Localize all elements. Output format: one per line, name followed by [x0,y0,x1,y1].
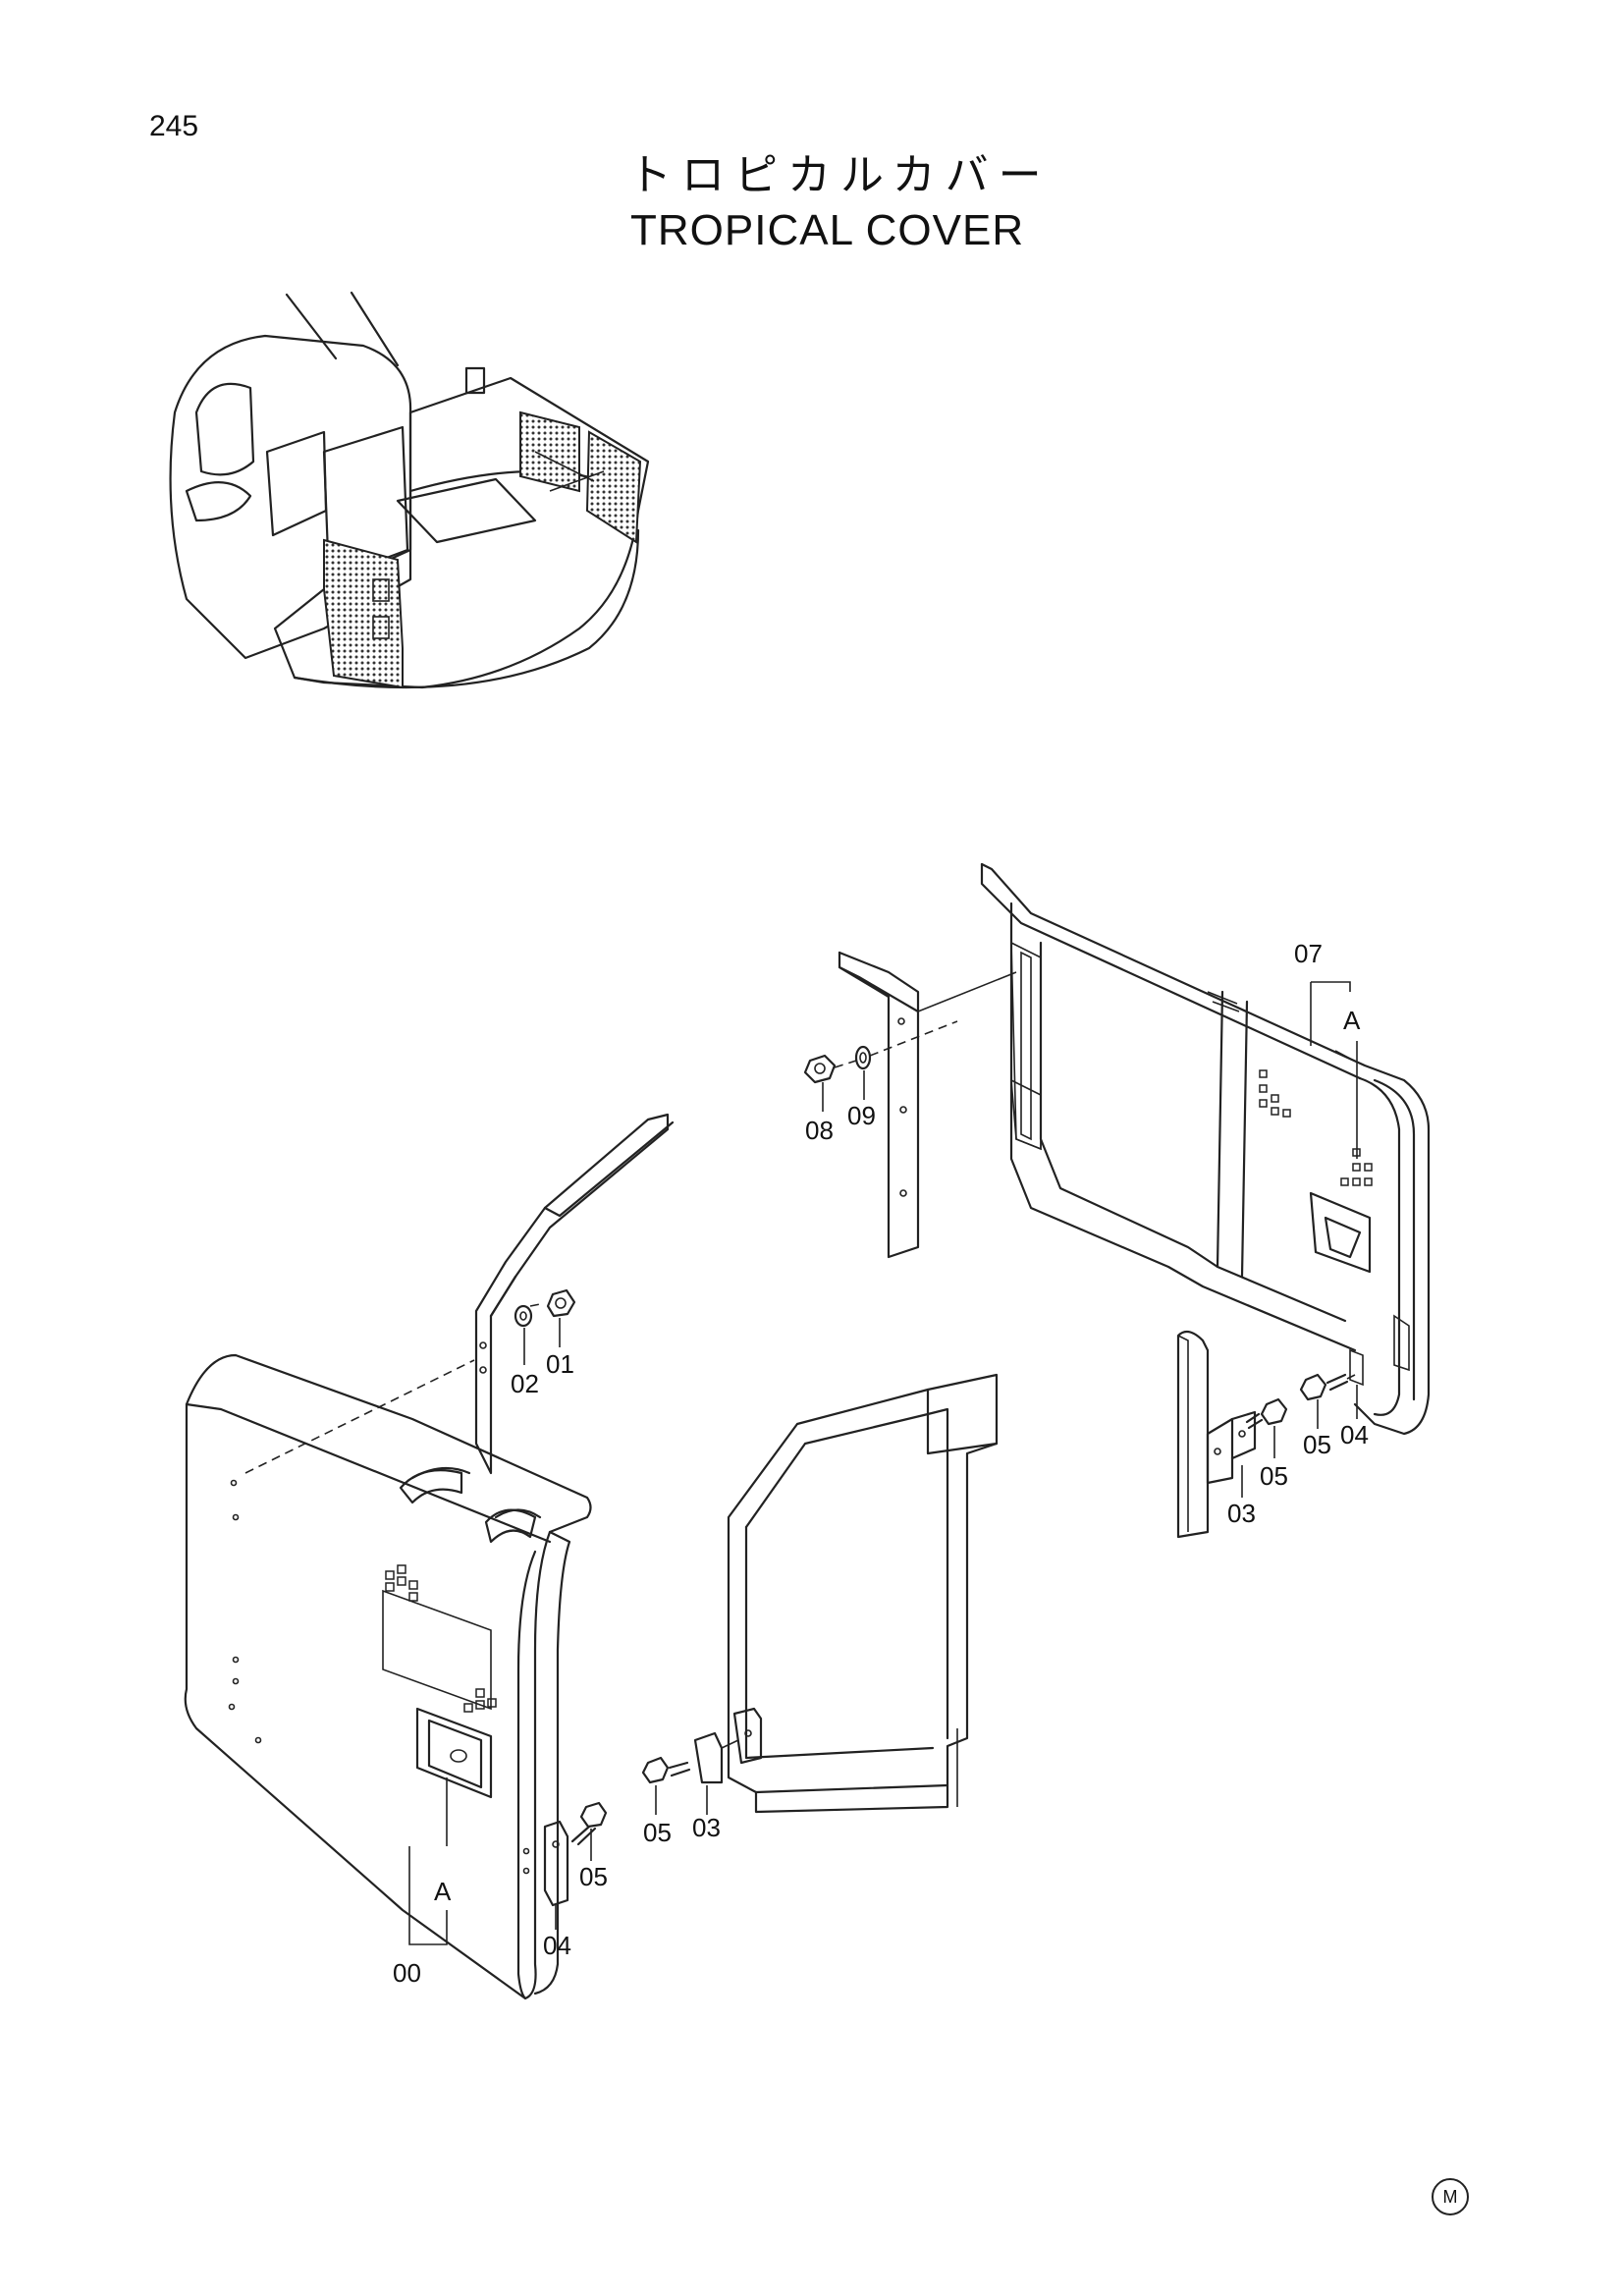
hinge-middle-assembly [641,1707,763,1784]
hinge-left-assembly [543,1801,608,1907]
callout-05-middle: 05 [643,1818,672,1847]
callout-08: 08 [805,1116,834,1145]
bracket-right [838,951,1017,1259]
machine-overview [169,291,650,689]
bracket-left [474,1113,675,1475]
callout-07: 07 [1294,939,1323,968]
vent-squares-left [385,1564,497,1713]
callout-00: 00 [393,1958,421,1988]
title-english: TROPICAL COVER [630,206,1025,254]
part-07-cover-right [980,862,1431,1436]
callout-05-left: 05 [579,1862,608,1891]
callout-A-left: A [434,1877,452,1906]
page-number: 245 [149,110,199,142]
vent-squares-right [1259,1069,1373,1186]
leader-lines [408,981,1358,1945]
callout-04-left: 04 [543,1931,571,1960]
callout-A-right: A [1343,1006,1361,1035]
callout-05-right-lower: 05 [1260,1461,1288,1491]
callout-04-right: 04 [1340,1420,1369,1449]
callout-03-middle: 03 [692,1813,721,1842]
callout-09: 09 [847,1101,876,1130]
callout-01: 01 [546,1349,574,1379]
title-japanese: トロピカルカバー [628,150,1052,200]
nut-washer-08-09 [803,1020,958,1084]
callout-02: 02 [511,1369,539,1398]
callout-05-right-upper: 05 [1303,1430,1331,1459]
manufacturer-mark: M [1432,2178,1469,2215]
hinge-right-assembly [1176,1330,1356,1539]
part-00-cover-left [184,1303,592,2000]
middle-seal-frame [727,1373,999,1814]
callout-03-right: 03 [1227,1499,1256,1528]
